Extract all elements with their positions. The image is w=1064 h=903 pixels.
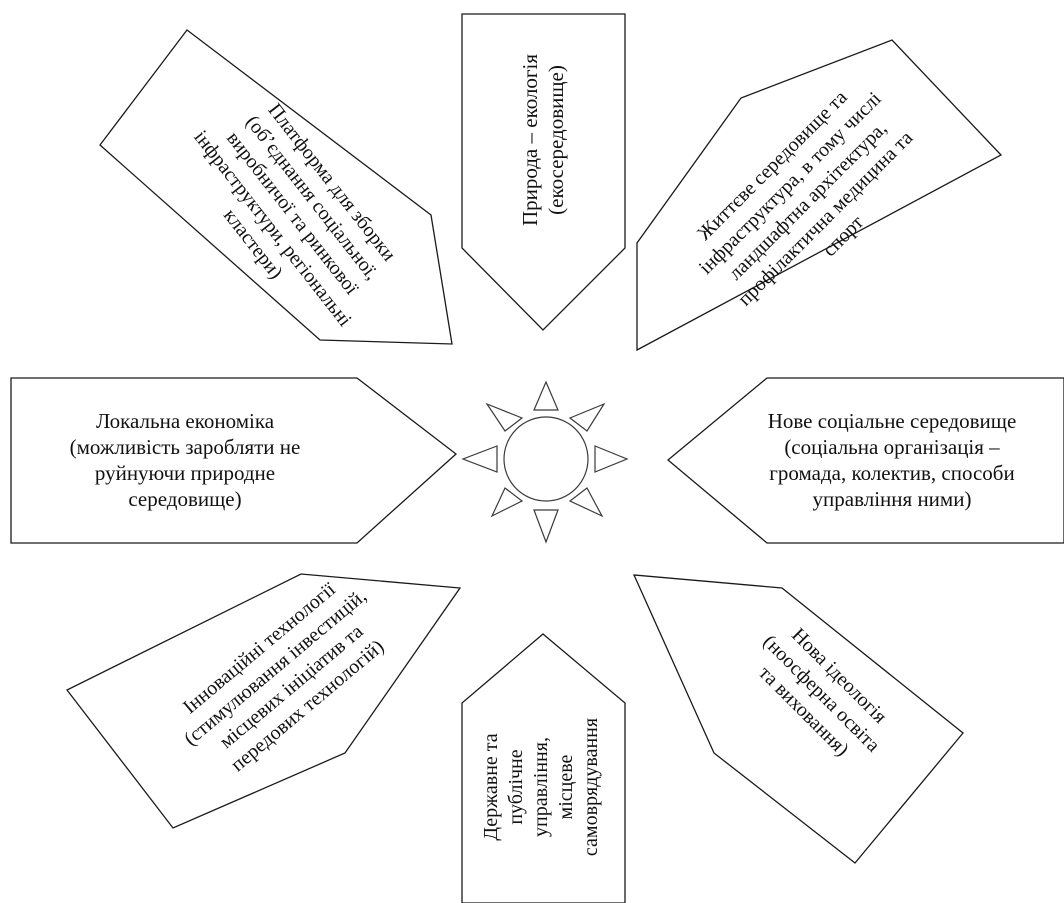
governance-arrow-shape bbox=[461, 633, 626, 903]
sun-ray-right bbox=[594, 445, 629, 473]
social-label: Нове соціальне середовище (соціальна орг… bbox=[767, 409, 1017, 511]
nature-arrow-shape bbox=[461, 13, 626, 331]
governance-label: Державне та публічне управління, місцеве… bbox=[480, 717, 602, 857]
sun-ray-bottom-left bbox=[490, 487, 524, 518]
innovation-arrow-shape bbox=[66, 573, 462, 829]
sun-icon bbox=[461, 380, 629, 544]
sun-ray-top-right bbox=[568, 402, 606, 432]
nature-label: Природа – екологія (екосередовище) bbox=[518, 53, 568, 227]
sun-ray-bottom bbox=[533, 509, 559, 544]
sun-ray-bottom-right bbox=[568, 487, 604, 518]
economy-arrow-shape bbox=[10, 377, 458, 544]
sun-ray-left bbox=[461, 445, 498, 473]
living-arrow-shape bbox=[636, 39, 1003, 352]
sun-core bbox=[503, 416, 589, 502]
sun-ray-top bbox=[533, 380, 559, 411]
platform-arrow-shape bbox=[99, 29, 453, 345]
economy-label: Локальна економіка (можливість заробляти… bbox=[69, 409, 301, 511]
social-arrow-shape bbox=[666, 377, 1064, 544]
sun-ray-top-left bbox=[485, 402, 524, 432]
ideology-arrow-shape bbox=[632, 574, 964, 864]
